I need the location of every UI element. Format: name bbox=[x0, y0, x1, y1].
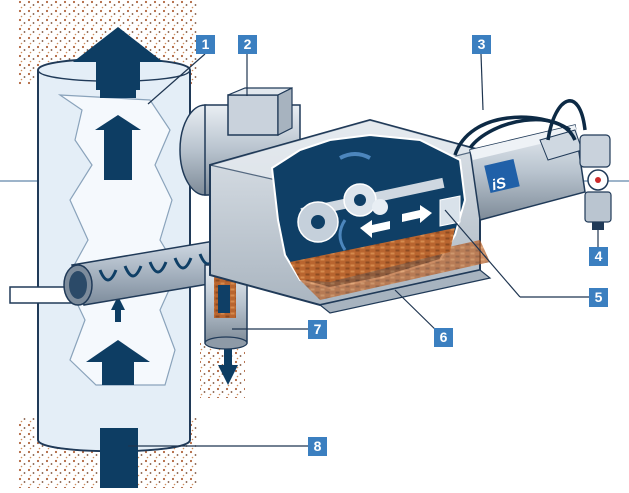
callout-7: 7 bbox=[308, 320, 327, 339]
flow-arrows bbox=[73, 27, 238, 488]
callout-1: 1 bbox=[196, 35, 215, 54]
callout-5: 5 bbox=[589, 288, 608, 307]
callout-8: 8 bbox=[308, 437, 327, 456]
company-logo: iS bbox=[490, 174, 508, 194]
filter-regulator bbox=[579, 134, 612, 230]
callout-4: 4 bbox=[589, 247, 608, 266]
process-pipe bbox=[37, 57, 191, 453]
sampler-housing bbox=[209, 118, 492, 314]
callout-2: 2 bbox=[238, 35, 257, 54]
pneumatic-cylinder bbox=[469, 124, 586, 221]
callout-3: 3 bbox=[472, 35, 491, 54]
callout-6: 6 bbox=[434, 328, 453, 347]
air-hoses bbox=[453, 99, 587, 156]
